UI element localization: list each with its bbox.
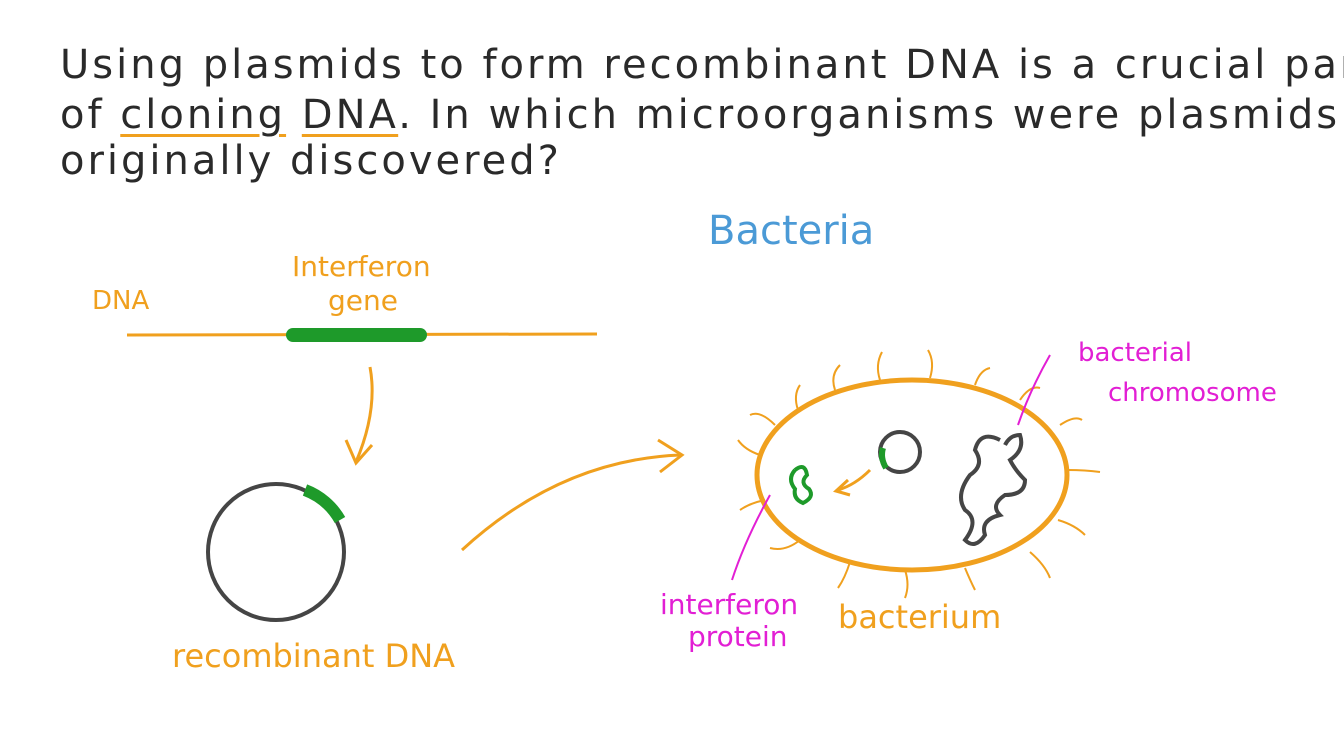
underlined-cloning: cloning — [120, 92, 287, 138]
question-line-2: of cloning DNA. In which microorganisms … — [60, 92, 1340, 138]
arrow-head — [833, 478, 851, 497]
underlined-dna: DNA — [301, 92, 399, 138]
arrow-head — [344, 439, 374, 466]
bacterial-chromosome — [959, 432, 1028, 546]
answer-bacteria: Bacteria — [708, 208, 875, 254]
plasmid-insert — [879, 447, 889, 470]
plasmid-circle — [206, 482, 346, 622]
transfer-arrow — [460, 453, 681, 552]
expression-arrow — [837, 468, 872, 492]
arrow-head — [657, 438, 685, 474]
label-interferon-protein: interferon — [660, 588, 799, 621]
label-bacterial-chromosome: bacterial — [1078, 338, 1192, 368]
bacterium-cell — [754, 377, 1070, 573]
question-text: of — [60, 92, 121, 138]
question-line-1: Using plasmids to form recombinant DNA i… — [60, 42, 1344, 88]
question-text: . In which microorganisms were plasmids — [398, 92, 1341, 138]
label-interferon-gene: gene — [328, 284, 398, 317]
label-bacterial-chromosome: chromosome — [1108, 378, 1277, 408]
protein-pointer — [731, 494, 771, 581]
interferon-protein-blob — [789, 464, 813, 506]
flagella — [737, 349, 1101, 599]
question-line-3: originally discovered? — [60, 138, 562, 184]
label-bacterium: bacterium — [838, 598, 1002, 636]
down-arrow — [354, 366, 374, 463]
label-recombinant-dna: recombinant DNA — [172, 637, 456, 675]
label-interferon-gene: Interferon — [292, 250, 431, 283]
plasmid-insert — [302, 484, 346, 524]
label-dna: DNA — [92, 286, 150, 316]
label-interferon-protein: protein — [688, 620, 788, 653]
chromosome-pointer — [1017, 354, 1051, 426]
